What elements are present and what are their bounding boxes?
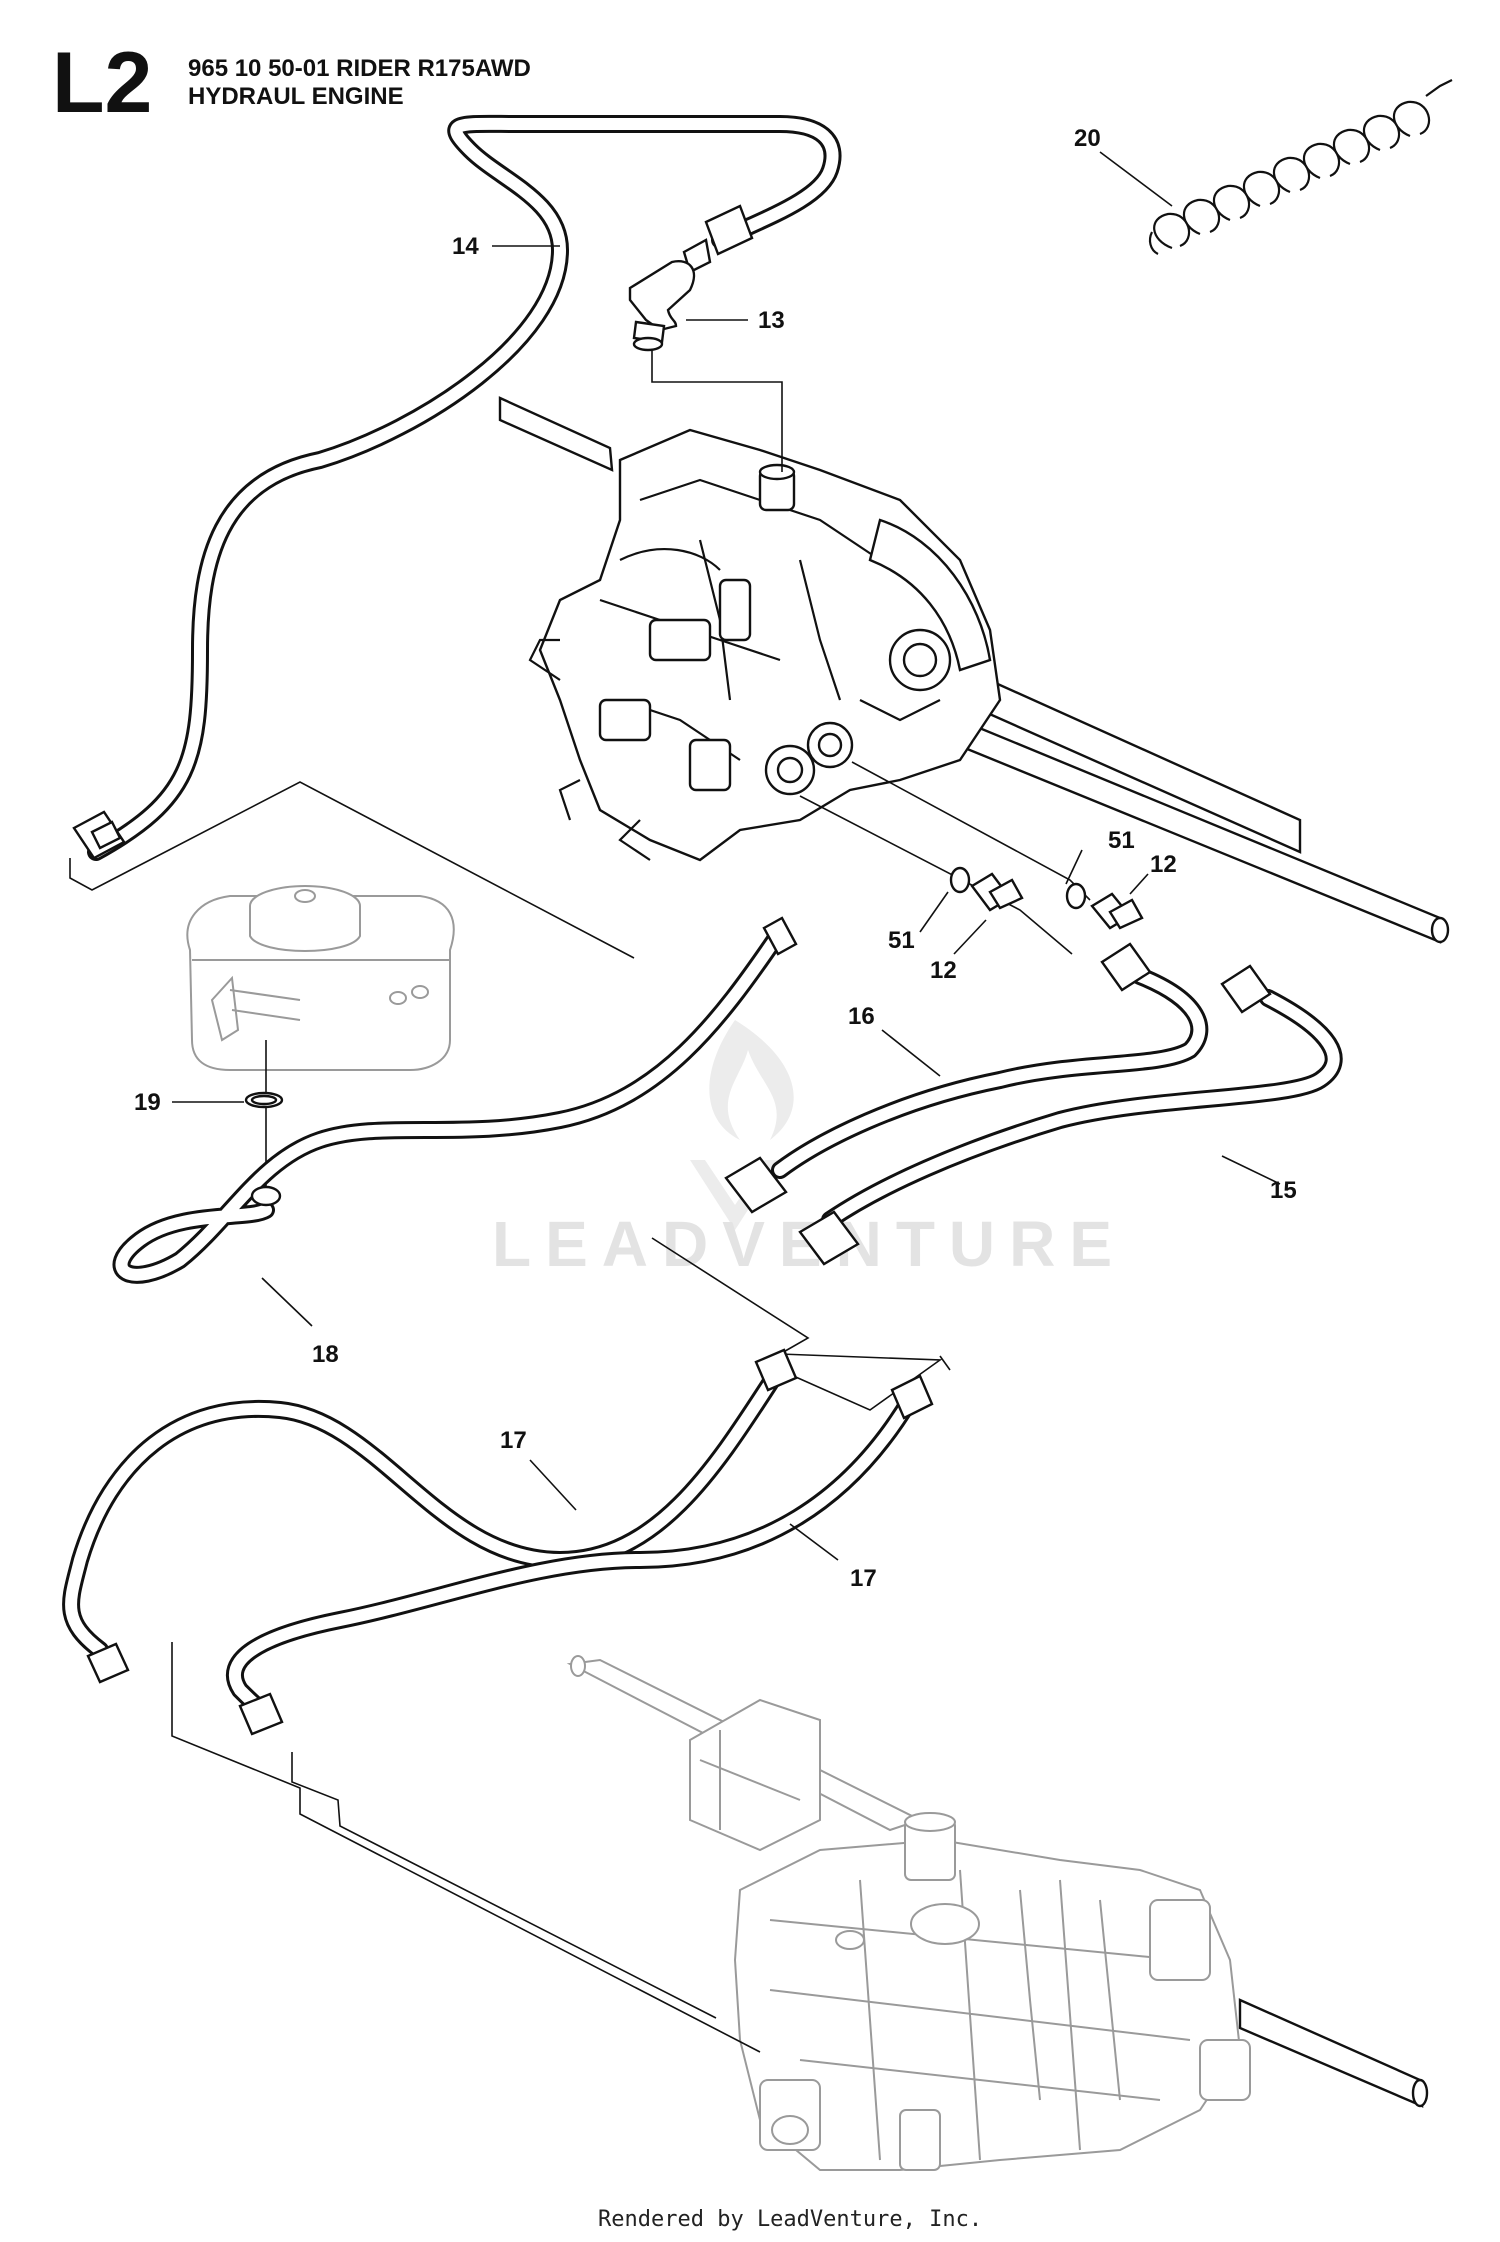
lower-transmission <box>566 1655 1429 2171</box>
callout-12-right: 12 <box>1150 851 1177 878</box>
section-title: HYDRAUL ENGINE <box>188 83 404 110</box>
hose-part-18 <box>112 916 798 1284</box>
fittings-12-51 <box>949 866 1144 930</box>
model-line: 965 10 50-01 RIDER R175AWD <box>188 55 531 82</box>
section-code: L2 <box>52 35 152 131</box>
callout-17-lower: 17 <box>850 1565 877 1592</box>
callout-51-left: 51 <box>888 927 915 954</box>
footer-credit: Rendered by LeadVenture, Inc. <box>598 2207 982 2232</box>
callout-12-left: 12 <box>930 957 957 984</box>
oil-reservoir <box>186 885 455 1071</box>
callout-19: 19 <box>134 1089 161 1116</box>
spring-part-20 <box>1148 79 1453 255</box>
callout-14: 14 <box>452 233 479 260</box>
callout-15: 15 <box>1270 1177 1297 1204</box>
callout-13: 13 <box>758 307 785 334</box>
callout-51-right: 51 <box>1108 827 1135 854</box>
diagram-header: L2 965 10 50-01 RIDER R175AWD HYDRAUL EN… <box>52 35 531 131</box>
callouts: 20 14 13 51 12 51 12 16 19 15 18 17 17 <box>134 125 1297 1592</box>
callout-20: 20 <box>1074 125 1101 152</box>
tube-part-14 <box>72 114 842 861</box>
elbow-fitting-part-13 <box>628 204 754 352</box>
callout-16: 16 <box>848 1003 875 1030</box>
callout-17-upper: 17 <box>500 1427 527 1454</box>
upper-transmission <box>498 396 1450 944</box>
callout-18: 18 <box>312 1341 339 1368</box>
watermark-text: LEADVENTURE <box>492 1208 1126 1280</box>
hoses-part-17 <box>62 1348 934 1736</box>
tubes-15-16 <box>724 942 1343 1266</box>
clamp-part-19 <box>244 1091 284 1109</box>
